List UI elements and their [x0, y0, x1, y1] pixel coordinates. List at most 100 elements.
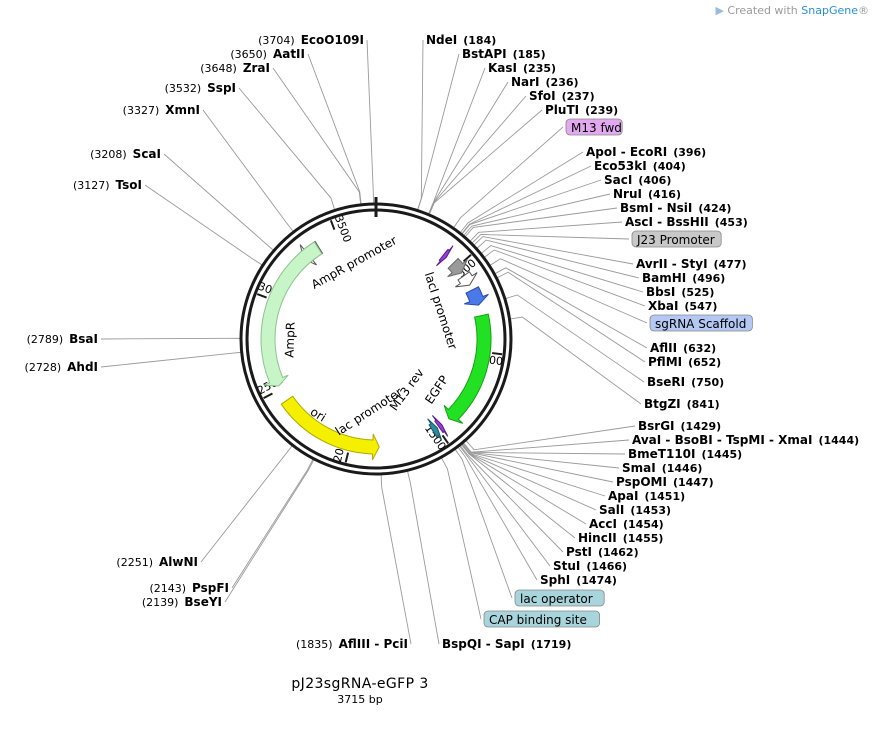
enzyme-site-zrai[interactable]: (3648)ZraI [200, 61, 270, 75]
feature-j23-promoter[interactable] [447, 257, 468, 278]
enzyme-site-sphi[interactable]: SphI(1474) [540, 573, 617, 587]
enzyme-name: NdeI [426, 33, 457, 47]
enzyme-site-scai[interactable]: (3208)ScaI [90, 147, 161, 161]
enzyme-site-xmni[interactable]: (3327)XmnI [123, 103, 200, 117]
enzyme-position: (1466) [586, 560, 627, 573]
enzyme-position: (406) [638, 174, 671, 187]
leader-line [484, 249, 646, 307]
feature-tag-j23-promoter[interactable]: J23 Promoter [631, 230, 722, 248]
enzyme-position: (1451) [644, 490, 685, 503]
feature-sgrna-scaffold[interactable] [455, 271, 478, 288]
enzyme-site-nari[interactable]: NarI(236) [511, 75, 579, 89]
enzyme-site-psti[interactable]: PstI(1462) [566, 545, 639, 559]
leader-line [429, 109, 543, 215]
enzyme-name: TsoI [116, 178, 142, 192]
enzyme-site-bseri[interactable]: BseRI(750) [647, 375, 724, 389]
leader-line [238, 87, 336, 210]
enzyme-name: NruI [613, 187, 642, 201]
leader-line [461, 179, 602, 235]
enzyme-site-pspfi[interactable]: (2143)PspFI [149, 581, 229, 595]
feature-tag-sgrna-scaffold[interactable]: sgRNA Scaffold [649, 314, 753, 332]
enzyme-site-ecoo109i[interactable]: (3704)EcoO109I [258, 33, 364, 47]
feature-egfp[interactable] [443, 313, 492, 424]
enzyme-position: (1835) [296, 638, 333, 651]
leader-line [495, 267, 648, 349]
enzyme-site-kasi[interactable]: KasI(235) [488, 61, 556, 75]
feature-tag-cap-binding-site[interactable]: CAP binding site [483, 610, 600, 628]
enzyme-site-pspomi[interactable]: PspOMI(1447) [616, 475, 714, 489]
enzyme-position: (477) [714, 258, 747, 271]
enzyme-site-sspi[interactable]: (3532)SspI [165, 81, 236, 95]
enzyme-site-pflmi[interactable]: PflMI(652) [648, 355, 721, 369]
feature-label-ampr-promoter: AmpR promoter [309, 233, 399, 292]
leader-line [417, 39, 424, 210]
feature-m13-rev[interactable] [431, 415, 449, 437]
feature-tag-lac-operator[interactable]: lac operator [514, 589, 605, 607]
enzyme-site-bamhi[interactable]: BamHI(496) [642, 271, 725, 285]
feature-ampr[interactable] [260, 241, 323, 387]
enzyme-site-hincii[interactable]: HincII(1455) [578, 531, 663, 545]
enzyme-site-apai[interactable]: ApaI (1451) [608, 489, 685, 503]
enzyme-name: BseYI [184, 595, 222, 609]
enzyme-site-bsrgi[interactable]: BsrGI(1429) [638, 419, 721, 433]
enzyme-site-sfoi[interactable]: SfoI(237) [529, 89, 595, 103]
enzyme-position: (1446) [662, 462, 703, 475]
leader-line [224, 459, 315, 603]
enzyme-site-tsoi[interactable]: (3127)TsoI [73, 178, 142, 192]
enzyme-site-xbai[interactable]: XbaI(547) [648, 299, 717, 313]
leader-line [460, 151, 584, 233]
enzyme-site-bmet110i[interactable]: BmeT110I(1445) [628, 447, 742, 461]
enzyme-site-bseyi[interactable]: (2139)BseYI [142, 595, 222, 609]
enzyme-site-avrii-styi[interactable]: AvrII - StyI(477) [636, 257, 747, 271]
enzyme-name: KasI [488, 61, 517, 75]
enzyme-name: BmeT110I [628, 447, 696, 461]
enzyme-position: (1444) [818, 434, 859, 447]
enzyme-site-afliii-pcii[interactable]: (1835) AflIII - PciI [296, 637, 408, 651]
enzyme-site-bbsi[interactable]: BbsI(525) [646, 285, 714, 299]
credit-prefix: Created with [727, 4, 798, 17]
feature-tag-text: lac operator [520, 592, 593, 606]
enzyme-site-avai-bsobi-tspmi-xmai[interactable]: AvaI - BsoBI - TspMI - XmaI(1444) [632, 433, 859, 447]
enzyme-name: ApaI [608, 489, 638, 503]
leader-line [476, 239, 640, 279]
enzyme-site-alwni[interactable]: (2251)AlwNI [116, 555, 198, 569]
enzyme-site-asci-bsshii[interactable]: AscI - BssHII(453) [625, 215, 748, 229]
enzyme-position: (1719) [531, 638, 572, 651]
enzyme-site-bsmi-nsii[interactable]: BsmI - NsiI(424) [620, 201, 731, 215]
feature-m13-fwd[interactable] [436, 245, 454, 267]
feature-tag-m13-fwd[interactable]: M13 fwd [565, 118, 623, 136]
enzyme-site-pluti[interactable]: PluTI(239) [545, 103, 618, 117]
enzyme-site-smai[interactable]: SmaI(1446) [622, 461, 702, 475]
leader-line [366, 39, 374, 204]
enzyme-name: BtgZI [644, 397, 681, 411]
ring-tick-label: 3500 [332, 213, 354, 244]
enzyme-site-saci[interactable]: SacI(406) [604, 173, 671, 187]
feature-lac-promoter[interactable] [427, 418, 443, 441]
enzyme-position: (185) [513, 48, 546, 61]
enzyme-position: (1429) [681, 420, 722, 433]
enzyme-site-ahdi[interactable]: (2728)AhdI [25, 360, 98, 374]
enzyme-site-bstapi[interactable]: BstAPI(185) [462, 47, 546, 61]
enzyme-site-aflii[interactable]: AflII(632) [650, 341, 716, 355]
enzyme-site-btgzi[interactable]: BtgZI(841) [644, 397, 720, 411]
enzyme-site-eco53ki[interactable]: Eco53kI(404) [594, 159, 686, 173]
leader-lines [100, 39, 648, 645]
enzyme-site-stui[interactable]: StuI(1466) [553, 559, 627, 573]
leader-line [490, 258, 648, 324]
enzyme-site-ndei[interactable]: NdeI(184) [426, 33, 496, 47]
enzyme-site-sali[interactable]: SalI(1453) [599, 503, 671, 517]
ring-tick [441, 434, 450, 445]
enzyme-site-nrui[interactable]: NruI(416) [613, 187, 681, 201]
enzyme-position: (1474) [576, 574, 617, 587]
feature-ori[interactable] [280, 395, 380, 461]
enzyme-site-acci[interactable]: AccI(1454) [589, 517, 664, 531]
feature-laci-promoter[interactable] [464, 286, 489, 306]
enzyme-site-bsai[interactable]: (2789)BsaI [27, 332, 98, 346]
enzyme-name: PflMI [648, 355, 682, 369]
leader-line [481, 245, 644, 293]
enzyme-site-bspqi-sapi[interactable]: BspQI - SapI(1719) [442, 637, 571, 651]
enzyme-site-aatii[interactable]: (3650)AatII [230, 47, 305, 61]
enzyme-name: AflIII - PciI [339, 637, 408, 651]
leader-line [505, 294, 645, 383]
enzyme-site-apoi-ecori[interactable]: ApoI - EcoRI(396) [586, 145, 706, 159]
